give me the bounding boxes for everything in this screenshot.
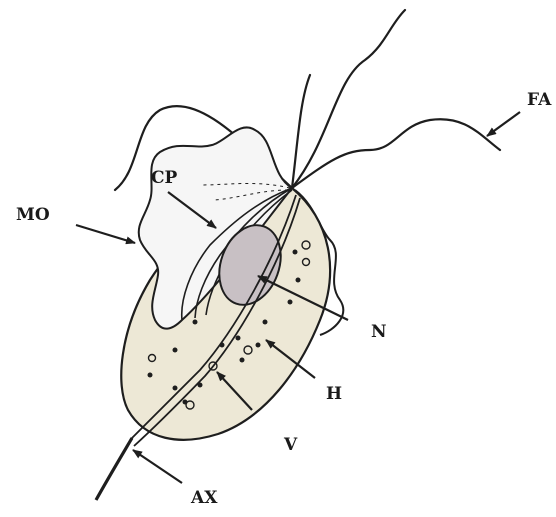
label-v: V xyxy=(284,437,297,454)
label-cp: CP xyxy=(151,170,177,187)
arrow-mo xyxy=(76,225,135,243)
arrow-ax xyxy=(133,450,182,483)
label-h: H xyxy=(326,386,342,403)
label-n: N xyxy=(371,324,387,341)
label-mo: MO xyxy=(16,207,50,224)
arrow-fa xyxy=(487,112,520,136)
label-fa: FA xyxy=(527,92,551,109)
label-ax: AX xyxy=(191,490,217,507)
